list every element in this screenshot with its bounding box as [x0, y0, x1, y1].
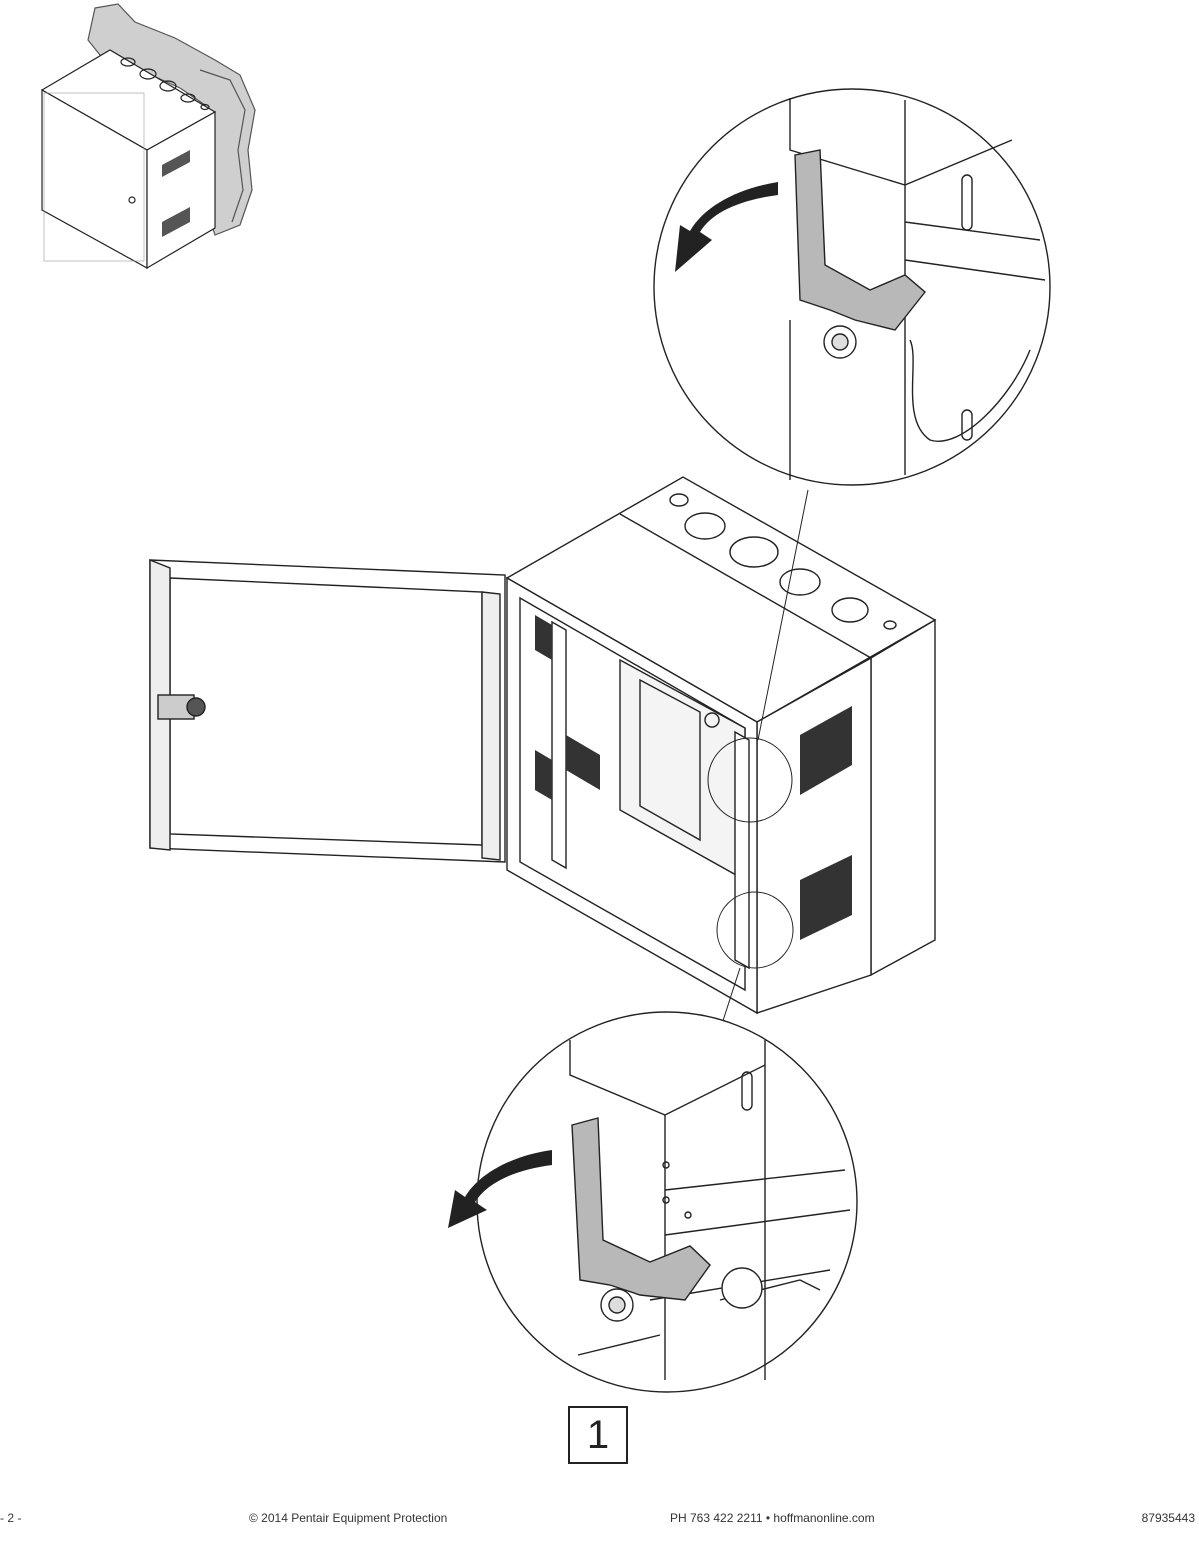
copyright-text: © 2014 Pentair Equipment Protection — [249, 1511, 448, 1525]
rotate-arrow — [675, 182, 778, 272]
document-number: 87935443 — [1141, 1511, 1195, 1525]
enclosure-thumbnail — [40, 3, 256, 270]
hinge-detail-bottom — [448, 1011, 858, 1393]
page-number: - 2 - — [0, 1511, 22, 1525]
step-number-box: 1 — [568, 1406, 628, 1464]
rotate-arrow — [448, 1150, 552, 1228]
enclosure-open-door — [149, 476, 937, 1031]
hinge-detail-top — [653, 88, 1051, 486]
contact-text: PH 763 422 2211 • hoffmanonline.com — [670, 1511, 875, 1525]
